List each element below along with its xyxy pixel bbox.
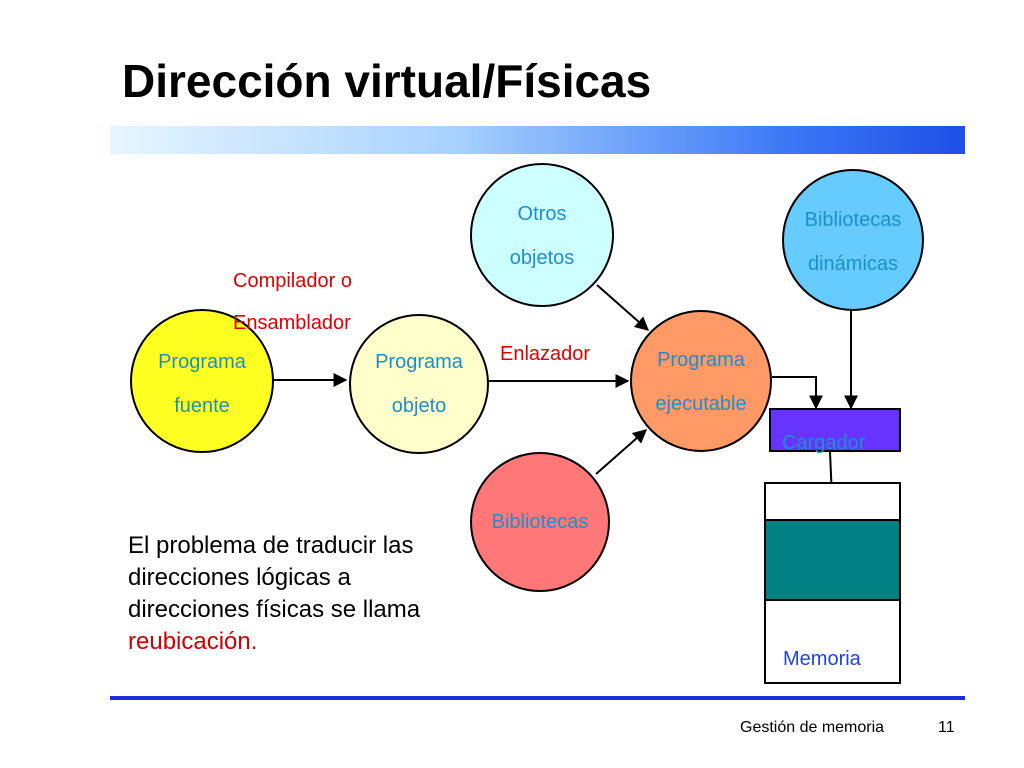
footer-text: Gestión de memoria bbox=[740, 719, 885, 736]
node-programa-ejecutable bbox=[630, 310, 772, 452]
node-programa-fuente bbox=[130, 309, 274, 453]
body-text: El problema de traducir las direcciones … bbox=[128, 532, 421, 623]
body-paragraph: El problema de traducir las direcciones … bbox=[128, 530, 458, 658]
node-bibliotecas bbox=[470, 452, 610, 592]
slide-title: Dirección virtual/Físicas bbox=[122, 55, 652, 107]
arrow-bibliotecas-ejecutable bbox=[595, 429, 648, 475]
arrow-otros-ejecutable bbox=[596, 284, 650, 331]
node-bibliotecas-label: Bibliotecas bbox=[491, 511, 589, 533]
node-otros-objetos-label: Otros objetos bbox=[509, 203, 575, 269]
body-highlight: reubicación. bbox=[128, 628, 258, 655]
title-gradient-bar bbox=[110, 126, 965, 154]
node-programa-objeto bbox=[349, 314, 489, 454]
node-bibliotecas-dinamicas bbox=[782, 169, 924, 311]
node-bibliotecas-dinamicas-label: Bibliotecas dinámicas bbox=[804, 209, 902, 275]
footer-rule bbox=[110, 696, 965, 700]
node-programa-objeto-label: Programa objeto bbox=[375, 351, 463, 417]
cargador-label: Cargador bbox=[782, 432, 866, 454]
enlazador-label: Enlazador bbox=[500, 343, 591, 365]
node-otros-objetos bbox=[470, 163, 614, 307]
memory-block bbox=[764, 519, 901, 601]
cargador-box bbox=[769, 408, 901, 452]
page-number: 11 bbox=[938, 719, 955, 736]
compilador-label: Compilador o Ensamblador bbox=[233, 270, 352, 334]
arrow-ejecutable-cargador bbox=[772, 376, 823, 410]
node-programa-ejecutable-label: Programa ejecutable bbox=[655, 349, 747, 415]
node-programa-fuente-label: Programa fuente bbox=[158, 351, 246, 417]
memoria-label: Memoria bbox=[783, 648, 861, 670]
